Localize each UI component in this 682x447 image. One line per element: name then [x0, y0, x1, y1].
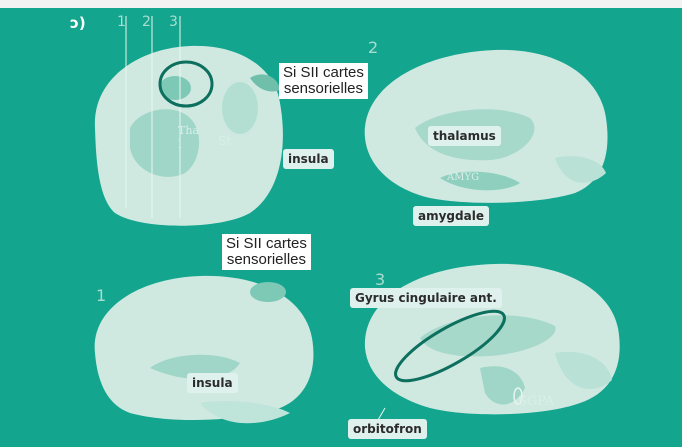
- orbitofron-label: orbitofron: [348, 419, 427, 439]
- slice-number-1: 1: [117, 14, 126, 30]
- tha-label: Tha: [178, 124, 199, 137]
- panel-letter: ɔ): [70, 14, 86, 32]
- thalamus-label: thalamus: [428, 126, 501, 146]
- insula-label-bottom: insula: [187, 373, 238, 393]
- amyg-label: AMYG: [447, 172, 479, 183]
- si-sii-line-1: Si SII cartes: [226, 236, 307, 252]
- si-sii-line-2: sensorielles: [226, 252, 307, 268]
- slice-number-2: 2: [142, 14, 151, 30]
- view-number-2: 2: [368, 38, 378, 57]
- lateral-brain-image: [95, 276, 314, 423]
- coronal-brain-image: [95, 16, 283, 226]
- si-sii-label-middle: Si SII cartes sensorielles: [222, 234, 311, 270]
- view-number-1: 1: [96, 286, 106, 305]
- view-number-3: 3: [375, 270, 385, 289]
- st-label: St: [218, 134, 231, 148]
- slice-number-3: 3: [169, 14, 178, 30]
- si-sii-line-2: sensorielles: [283, 81, 364, 97]
- insula-label-top: insula: [283, 149, 334, 169]
- sgpa-label: SGPA: [518, 394, 554, 409]
- figure-panel: ɔ) 1 2 3 2 1 3 Tha l St AMYG SGPA Si SII…: [0, 8, 682, 447]
- amygdale-label: amygdale: [413, 206, 489, 226]
- l-label: l: [178, 138, 182, 151]
- si-sii-label-top: Si SII cartes sensorielles: [279, 63, 368, 99]
- gyrus-cingulaire-label: Gyrus cingulaire ant.: [350, 288, 502, 308]
- si-sii-line-1: Si SII cartes: [283, 65, 364, 81]
